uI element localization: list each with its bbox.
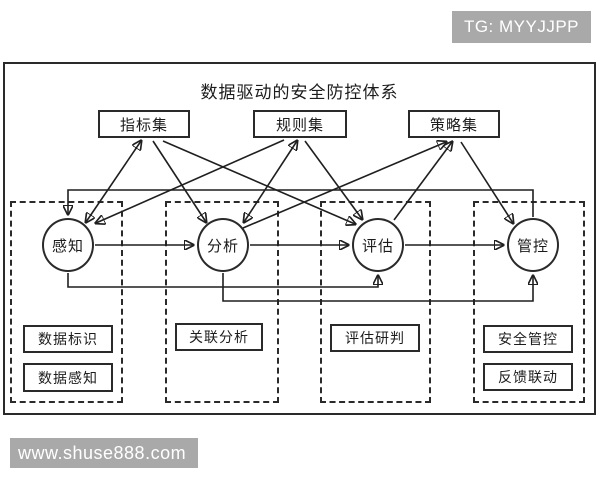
node-evaluation: 评估 xyxy=(352,218,404,272)
item-security-control: 安全管控 xyxy=(483,325,573,353)
node-analysis: 分析 xyxy=(197,218,249,272)
group-perception xyxy=(10,201,123,403)
node-control: 管控 xyxy=(507,218,559,272)
site-watermark-badge: www.shuse888.com xyxy=(10,438,198,468)
box-indicator-set: 指标集 xyxy=(98,110,190,138)
box-strategy-set: 策略集 xyxy=(408,110,500,138)
item-evaluation-judgment: 评估研判 xyxy=(330,324,420,352)
box-rule-set: 规则集 xyxy=(253,110,347,138)
node-perception: 感知 xyxy=(42,218,94,272)
item-data-identification: 数据标识 xyxy=(23,325,113,353)
telegram-watermark-badge: TG: MYYJJPP xyxy=(452,11,591,43)
diagram-title: 数据驱动的安全防控体系 xyxy=(200,83,399,102)
item-feedback-linkage: 反馈联动 xyxy=(483,363,573,391)
item-data-perception: 数据感知 xyxy=(23,363,113,392)
item-correlation-analysis: 关联分析 xyxy=(175,323,263,351)
